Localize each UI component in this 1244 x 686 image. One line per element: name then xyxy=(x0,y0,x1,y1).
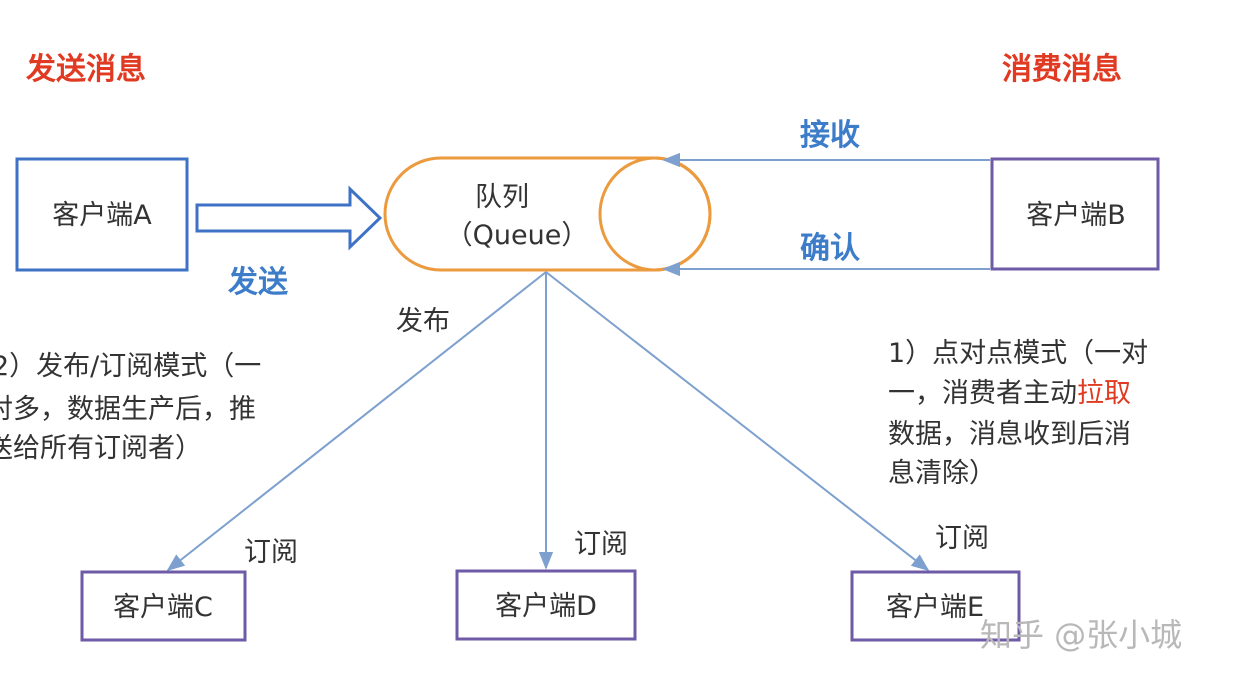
client-e-node: 客户端E xyxy=(850,570,1021,642)
p2p-note-line-4: 息清除） xyxy=(888,458,996,489)
consume-message-heading: 消费消息 xyxy=(1002,52,1122,87)
send-label: 发送 xyxy=(227,265,288,300)
client-a-node: 客户端A xyxy=(15,157,189,272)
pubsub-note: 2）发布/订阅模式（一 对多，数据生产后，推 送给所有订阅者） xyxy=(0,351,261,464)
subscribe-label-c: 订阅 xyxy=(244,537,298,568)
queue-label: 队列 xyxy=(475,182,529,213)
subscribe-label-e: 订阅 xyxy=(935,523,989,554)
send-arrow xyxy=(195,185,383,251)
queue-sublabel: （Queue） xyxy=(446,220,589,251)
client-e-label: 客户端E xyxy=(886,592,984,623)
p2p-note-line-1: 1）点对点模式（一对 xyxy=(888,338,1148,369)
pubsub-note-line-3: 送给所有订阅者） xyxy=(0,433,202,464)
send-message-heading: 发送消息 xyxy=(25,52,146,87)
p2p-note-line-3: 数据，消息收到后消 xyxy=(888,419,1131,450)
client-c-label: 客户端C xyxy=(113,592,213,623)
queue-node: 队列 （Queue） xyxy=(383,156,712,272)
client-c-node: 客户端C xyxy=(80,570,247,642)
p2p-note-line-2: 一，消费者主动拉取 xyxy=(888,378,1131,409)
client-b-node: 客户端B xyxy=(990,157,1160,271)
client-d-label: 客户端D xyxy=(495,591,597,622)
publish-edge-c xyxy=(166,271,547,572)
subscribe-label-d: 订阅 xyxy=(574,529,628,560)
publish-edge-e xyxy=(545,271,930,572)
pubsub-note-line-1: 2）发布/订阅模式（一 xyxy=(0,351,261,382)
pubsub-note-line-2: 对多，数据生产后，推 xyxy=(0,394,256,425)
client-d-node: 客户端D xyxy=(455,569,637,641)
publish-label: 发布 xyxy=(396,306,450,337)
confirm-label: 确认 xyxy=(800,231,860,266)
p2p-note-line-2-text: 一，消费者主动 xyxy=(888,378,1077,409)
p2p-note: 1）点对点模式（一对 一，消费者主动拉取 数据，消息收到后消 息清除） xyxy=(888,338,1148,489)
watermark: 知乎 @张小城 xyxy=(980,616,1182,654)
client-a-label: 客户端A xyxy=(52,200,152,231)
pull-highlight: 拉取 xyxy=(1077,378,1131,409)
client-b-label: 客户端B xyxy=(1026,200,1126,231)
receive-label: 接收 xyxy=(800,118,860,153)
